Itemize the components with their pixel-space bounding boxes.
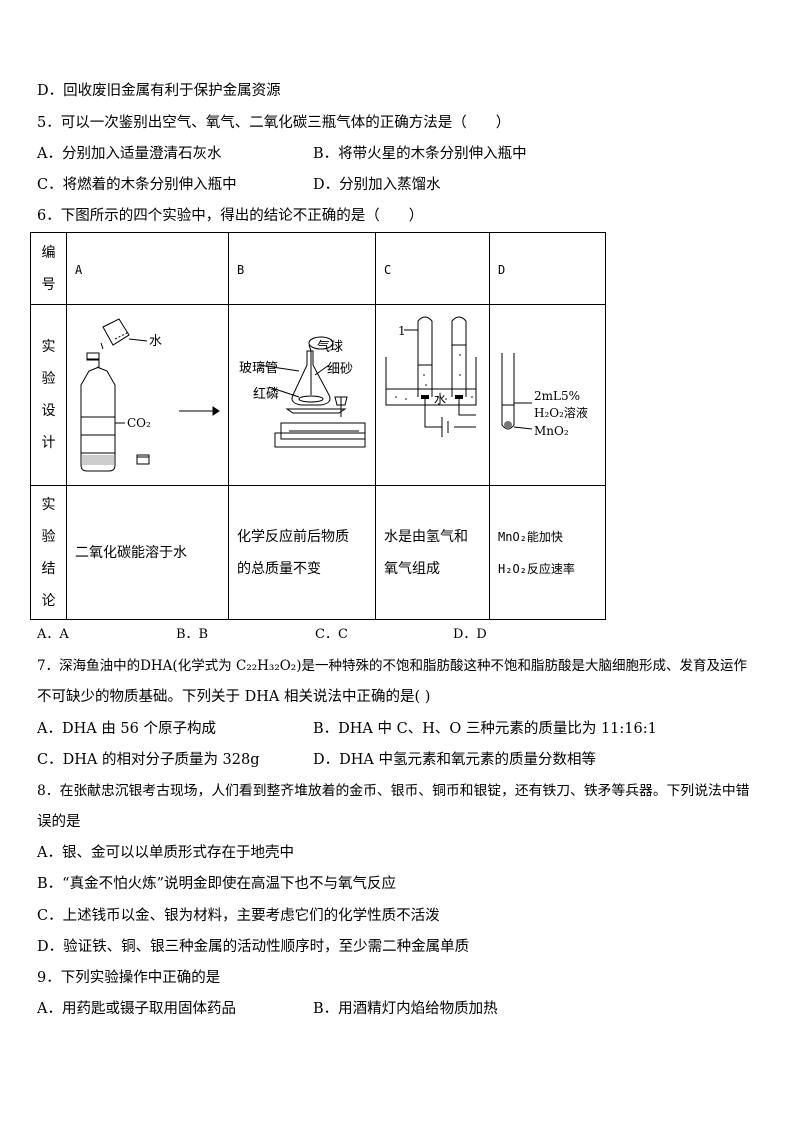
q7-option-a: A．DHA 由 56 个原子构成: [37, 721, 216, 737]
bottle-co2-diagram: 水 CO₂: [80, 318, 220, 472]
q6-option-b: B．B: [176, 627, 209, 642]
q6-option-d: D．D: [453, 627, 487, 642]
q8-option-a: A．银、金可以以单质形式存在于地壳中: [37, 845, 294, 861]
q8-stem-line2: 误的是: [37, 814, 81, 830]
q5-option-d: D．分别加入蒸馏水: [313, 177, 441, 193]
design-cell-d: 2mL5% H₂O₂溶液 MnO₂: [489, 304, 606, 486]
row-label-char: 计: [41, 435, 56, 451]
conclusion-line: 的总质量不变: [237, 560, 321, 577]
label-water: 水: [149, 334, 162, 349]
row-label-char: 号: [41, 276, 56, 293]
label-volume: 2mL5%: [534, 389, 580, 403]
q8-option-b: B．“真金不怕火炼”说明金即使在高温下也不与氧气反应: [37, 876, 396, 892]
q4-option-d: D．回收废旧金属有利于保护金属资源: [37, 83, 281, 99]
q6-option-a: A．A: [37, 627, 69, 642]
conclusion-line: H₂O₂反应速率: [498, 561, 575, 576]
conclusion-b: 化学反应前后物质 的总质量不变: [228, 485, 376, 620]
label-co2: CO₂: [127, 416, 151, 430]
phosphorus-balance-diagram: 气球 玻璃管 细砂 红磷: [239, 336, 366, 448]
q8-option-d: D．验证铁、铜、银三种金属的活动性顺序时，至少需二种金属单质: [37, 939, 470, 955]
label-mno2: MnO₂: [534, 424, 569, 438]
q8-stem-line1: 8．在张献忠沉银考古现场，人们看到整齐堆放着的金币、银币、铜币和银锭，还有铁刀、…: [37, 783, 750, 799]
q7-option-c: C．DHA 的相对分子质量为 328g: [37, 752, 260, 768]
row-label-char: 论: [41, 592, 56, 609]
q6-stem: 6．下图所示的四个实验中，得出的结论不正确的是（ ）: [37, 208, 424, 224]
conclusion-a: 二氧化碳能溶于水: [66, 485, 229, 620]
test-tube-diagram: 2mL5% H₂O₂溶液 MnO₂: [501, 353, 588, 438]
row-label-design: 实 验 设 计: [30, 304, 67, 486]
label-phosphorus: 红磷: [253, 386, 279, 402]
q6-option-c: C．C: [315, 627, 348, 642]
row-label-char: 结: [41, 560, 56, 577]
conclusion-d: MnO₂能加快 H₂O₂反应速率: [489, 485, 606, 620]
label-sand: 细砂: [327, 362, 353, 377]
label-water-c: 水: [434, 392, 446, 406]
row-label-conclusion: 实 验 结 论: [30, 485, 67, 620]
conclusion-line: 二氧化碳能溶于水: [75, 544, 187, 561]
q9-option-a: A．用药匙或镊子取用固体药品: [37, 1001, 236, 1017]
experiment-table: 编 号 A B C D 实 验 设 计: [30, 232, 606, 620]
design-cell-a: 水 CO₂: [66, 304, 229, 486]
label-tube-one: 1: [398, 324, 406, 338]
label-h2o2-solution: H₂O₂溶液: [534, 405, 588, 420]
column-header-a: A: [66, 232, 229, 305]
q7-option-b: B．DHA 中 C、H、O 三种元素的质量比为 11:16:1: [313, 721, 657, 737]
q5-stem: 5．可以一次鉴别出空气、氧气、二氧化碳三瓶气体的正确方法是（ ）: [37, 115, 511, 131]
conclusion-c: 水是由氢气和 氧气组成: [375, 485, 490, 620]
row-label-char: 编: [41, 244, 56, 261]
q7-stem-line1: 7．深海鱼油中的DHA(化学式为 C₂₂H₃₂O₂)是一种特殊的不饱和脂肪酸这种…: [37, 658, 747, 674]
q5-option-c: C．将燃着的木条分别伸入瓶中: [37, 177, 237, 193]
column-header-c: C: [375, 232, 490, 305]
q8-option-c: C．上述钱币以金、银为材料，主要考虑它们的化学性质不活泼: [37, 908, 440, 924]
design-cell-c: 1 水: [375, 304, 490, 486]
q7-option-d: D．DHA 中氢元素和氧元素的质量分数相等: [313, 752, 596, 768]
conclusion-line: 氧气组成: [384, 560, 440, 577]
q5-option-b: B．将带火星的木条分别伸入瓶中: [313, 146, 527, 162]
row-label-char: 实: [41, 339, 56, 355]
conclusion-line: MnO₂能加快: [498, 529, 563, 544]
row-label-char: 实: [41, 496, 56, 513]
q9-option-b: B．用酒精灯内焰给物质加热: [313, 1001, 498, 1017]
label-glass-tube: 玻璃管: [239, 361, 278, 376]
row-label-char: 验: [41, 528, 56, 545]
row-label-char: 验: [41, 371, 56, 387]
label-balloon: 气球: [317, 339, 343, 355]
row-label-number: 编 号: [30, 232, 67, 305]
row-label-char: 设: [41, 403, 56, 419]
conclusion-line: 水是由氢气和: [384, 528, 468, 545]
electrolysis-diagram: 1 水: [385, 316, 477, 437]
conclusion-line: 化学反应前后物质: [237, 528, 349, 545]
design-cell-b: 气球 玻璃管 细砂 红磷: [228, 304, 376, 486]
q9-stem: 9．下列实验操作中正确的是: [37, 970, 221, 986]
q7-stem-line2: 不可缺少的物质基础。下列关于 DHA 相关说法中正确的是( ): [37, 689, 431, 705]
q5-option-a: A．分别加入适量澄清石灰水: [37, 146, 222, 162]
column-header-d: D: [489, 232, 606, 305]
column-header-b: B: [228, 232, 376, 305]
